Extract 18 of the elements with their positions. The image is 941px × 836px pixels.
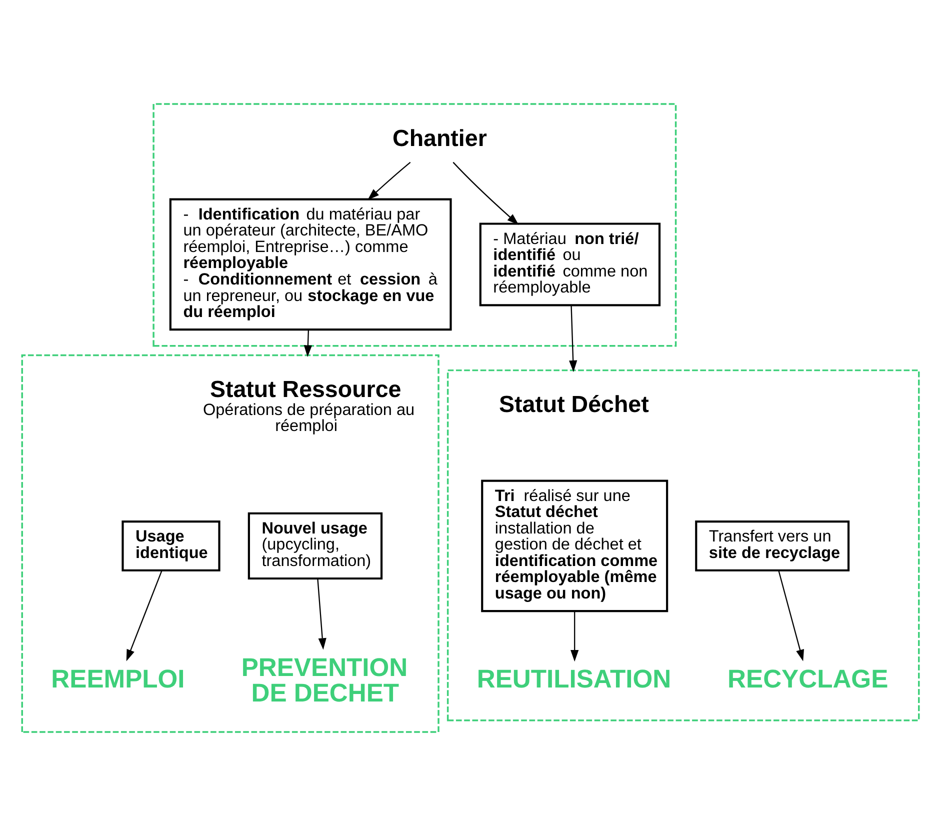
arrow [304,330,312,357]
node-box: Usage identique [122,520,220,572]
arrow [368,162,411,200]
node-box: - Matériau non trié/ identifié ou identifié comme non réemployable [479,222,661,306]
node-text: REEMPLOI [51,665,185,694]
node-text: REUTILISATION [476,665,672,694]
arrow [569,305,578,372]
arrow [570,611,579,662]
node-box: Nouvel usage (upcycling, transformation) [248,512,383,580]
node-box: - Identification du matériau par un opérateur (architecte, BE/AMO réemploi, Entreprise…) comme réemployable - Conditionnement et cession à un repreneur, ou stockage en vue du réemploi [169,198,452,331]
arrow [452,162,519,225]
node-box: Transfert vers un site de recyclage [695,520,850,572]
arrow [126,570,162,662]
node-box: Tri réalisé sur une Statut déchet installation de gestion de déchet et identification comme réemployable (même usage ou non) [481,480,668,612]
node-text: RECYCLAGE [728,665,888,694]
arrow [317,578,326,650]
node-text: PREVENTION DE DECHET [241,654,408,708]
arrow [778,570,804,662]
